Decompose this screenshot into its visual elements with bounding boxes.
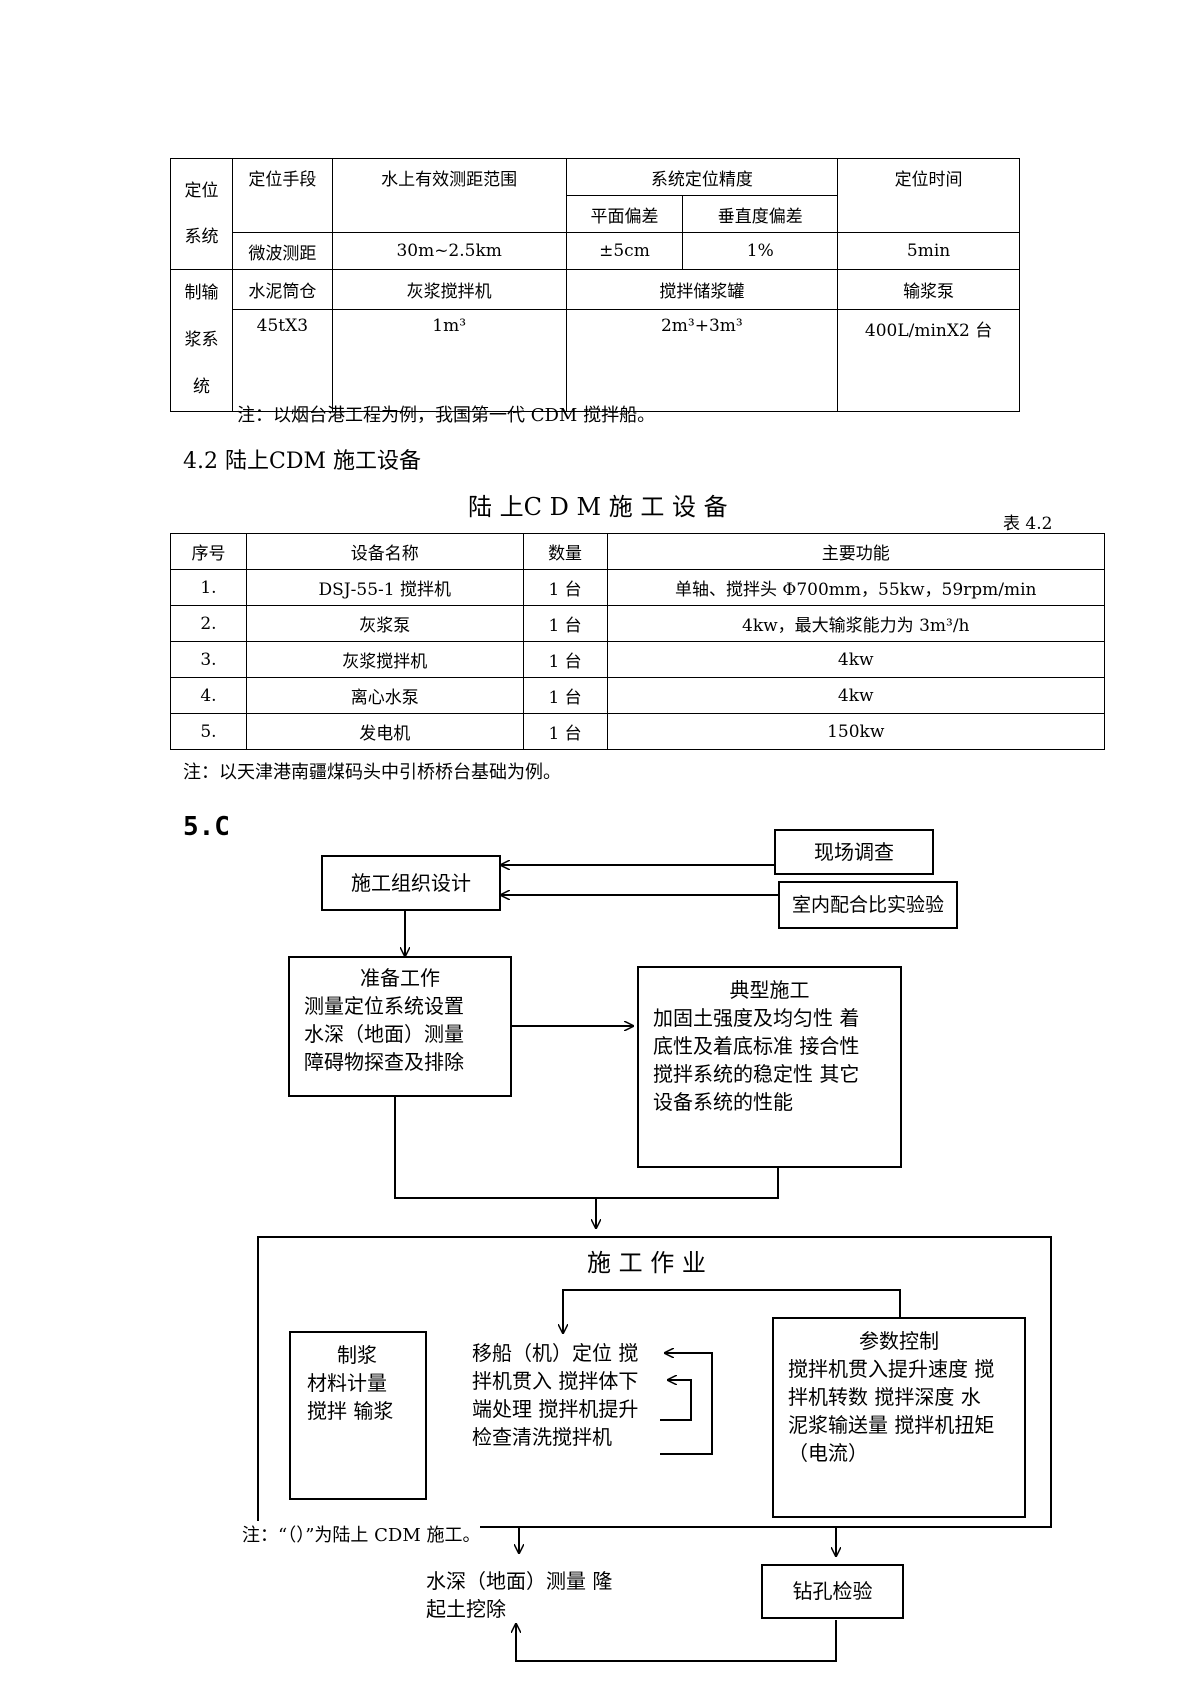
cell-no: 2.: [170, 605, 247, 642]
positioning-system-table: 定位系统 定位手段 水上有效测距范围 系统定位精度 定位时间 平面偏差 垂直度偏…: [170, 158, 1020, 412]
table2-ref: 表 4.2: [1003, 514, 1053, 534]
slurry-title: 制浆: [337, 1343, 377, 1367]
cell-no: 1.: [170, 569, 247, 606]
cell-function: 150kw: [606, 713, 1106, 750]
note-table1: 注：以烟台港工程为例，我国第一代 CDM 搅拌船。: [237, 405, 656, 426]
land-cdm-equipment-table: 序号 设备名称 数量 主要功能 1. DSJ-55-1 搅拌机 1 台 单轴、搅…: [170, 533, 1106, 750]
step-line: 拌机贯入 搅拌体下: [472, 1369, 639, 1393]
header-method: 定位手段: [231, 158, 333, 233]
header-no: 序号: [170, 533, 247, 570]
flow-box-preparation: 准备工作 测量定位系统设置 水深（地面）测量 障碍物探查及排除: [288, 956, 512, 1097]
cell-qty: 1 台: [522, 569, 608, 606]
operation-steps: 移船（机）定位 搅 拌机贯入 搅拌体下 端处理 搅拌机提升 检查清洗搅拌机: [472, 1339, 702, 1451]
table-row: 2. 灰浆泵 1 台 4kw，最大输浆能力为 3m³/h: [170, 605, 1106, 642]
table-row: 5. 发电机 1 台 150kw: [170, 713, 1106, 750]
cell-name: 离心水泵: [245, 677, 524, 714]
header-function: 主要功能: [606, 533, 1106, 570]
prep-line: 障碍物探查及排除: [304, 1050, 464, 1074]
typical-title: 典型施工: [729, 978, 810, 1002]
flow-box-lab-mix-test: 室内配合比实验验: [778, 881, 958, 929]
after-line: 起土挖除: [426, 1597, 506, 1621]
value-pump: 400L/minX2 台: [837, 309, 1020, 412]
header-range: 水上有效测距范围: [331, 158, 567, 233]
cell-name: 灰浆搅拌机: [245, 641, 524, 678]
header-tank: 搅拌储浆罐: [565, 268, 839, 311]
typical-line: 搅拌系统的稳定性 其它: [653, 1062, 860, 1086]
flow-box-site-survey: 现场调查: [774, 829, 934, 875]
after-line: 水深（地面）测量 隆: [426, 1569, 613, 1593]
value-time: 5min: [837, 232, 1020, 270]
step-line: 端处理 搅拌机提升: [472, 1397, 639, 1421]
params-line: 搅拌机贯入提升速度 搅: [788, 1357, 995, 1381]
flow-after-text: 水深（地面）测量 隆 起土挖除: [426, 1567, 612, 1623]
cell-function: 4kw: [606, 641, 1106, 678]
slurry-line: 搅拌 输浆: [307, 1399, 394, 1423]
prep-line: 水深（地面）测量: [304, 1022, 464, 1046]
table-row: 4. 离心水泵 1 台 4kw: [170, 677, 1106, 714]
flow-box-drill-inspection: 钻孔检验: [761, 1564, 904, 1619]
step-line: 检查清洗搅拌机: [472, 1425, 612, 1449]
cell-qty: 1 台: [522, 605, 608, 642]
section-heading-4-2: 4.2 陆上CDM 施工设备: [183, 449, 421, 474]
table-row: 1. DSJ-55-1 搅拌机 1 台 单轴、搅拌头 Φ700mm，55kw，5…: [170, 569, 1106, 606]
value-vertical: 1%: [682, 232, 839, 270]
flow-box-construction-operation: [257, 1236, 1052, 1528]
flow-box-slurry-making: 制浆 材料计量 搅拌 输浆: [289, 1331, 427, 1500]
prep-line: 测量定位系统设置: [304, 994, 464, 1018]
section-heading-5: 5.C: [183, 812, 230, 842]
cell-qty: 1 台: [522, 677, 608, 714]
header-silo: 水泥筒仓: [231, 268, 333, 311]
cell-no: 4.: [170, 677, 247, 714]
flow-box-typical-construction: 典型施工 加固土强度及均匀性 着 底性及着底标准 接合性 搅拌系统的稳定性 其它…: [637, 966, 902, 1168]
flow-box-parameter-control: 参数控制 搅拌机贯入提升速度 搅 拌机转数 搅拌深度 水 泥浆输送量 搅拌机扭矩…: [772, 1317, 1026, 1518]
params-title: 参数控制: [859, 1329, 939, 1353]
typical-line: 加固土强度及均匀性 着: [653, 1006, 860, 1030]
note-table2: 注：以天津港南疆煤码头中引桥桥台基础为例。: [183, 762, 561, 783]
params-line: 泥浆输送量 搅拌机扭矩: [788, 1413, 995, 1437]
value-plane: ±5cm: [565, 232, 684, 270]
cell-function: 单轴、搅拌头 Φ700mm，55kw，59rpm/min: [606, 569, 1106, 606]
header-time: 定位时间: [837, 158, 1020, 233]
value-mixer: 1m³: [331, 309, 567, 412]
prep-title: 准备工作: [360, 966, 440, 990]
typical-line: 设备系统的性能: [653, 1090, 793, 1114]
cell-function: 4kw，最大输浆能力为 3m³/h: [606, 605, 1106, 642]
cell-qty: 1 台: [522, 641, 608, 678]
value-method: 微波测距: [231, 232, 333, 270]
table-row: 3. 灰浆搅拌机 1 台 4kw: [170, 641, 1106, 678]
cell-function: 4kw: [606, 677, 1106, 714]
step-line: 移船（机）定位 搅: [472, 1341, 639, 1365]
typical-line: 底性及着底标准 接合性: [653, 1034, 860, 1058]
header-pump: 输浆泵: [837, 268, 1020, 311]
header-accuracy: 系统定位精度: [565, 158, 839, 196]
cell-name: 发电机: [245, 713, 524, 750]
note-flowchart: 注：“（）”为陆上 CDM 施工。: [242, 1521, 481, 1547]
flow-box-construction-design: 施工组织设计: [321, 855, 501, 911]
operation-title: 施 工 作 业: [587, 1249, 706, 1277]
group-label-positioning: 定位系统: [170, 158, 233, 270]
table2-title: 陆 上C D M 施 工 设 备: [468, 493, 728, 521]
cell-no: 5.: [170, 713, 247, 750]
header-vertical: 垂直度偏差: [682, 195, 839, 233]
value-silo: 45tX3: [231, 309, 333, 412]
params-line: 拌机转数 搅拌深度 水: [788, 1385, 981, 1409]
params-line: （电流）: [788, 1441, 868, 1465]
header-mixer: 灰浆搅拌机: [331, 268, 567, 311]
group-label-slurry: 制输浆系统: [170, 269, 233, 412]
table-header-row: 序号 设备名称 数量 主要功能: [170, 533, 1106, 570]
slurry-line: 材料计量: [307, 1371, 387, 1395]
